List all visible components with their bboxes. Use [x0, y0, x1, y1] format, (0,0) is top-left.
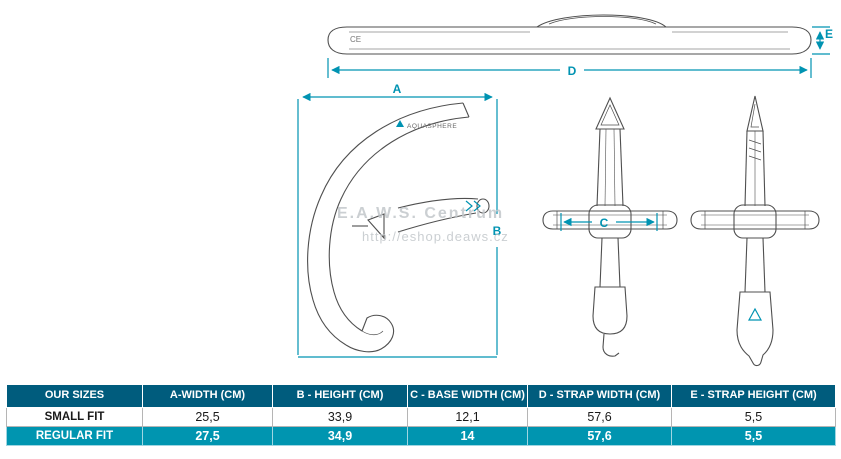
brand-logo-text: AQUASPHERE [407, 123, 457, 130]
col-header-our-sizes: OUR SIZES [6, 384, 143, 408]
dimension-label-c: C [600, 216, 609, 230]
dimension-label-b: B [493, 224, 502, 238]
snorkel-rear-view [690, 95, 820, 367]
cell-regular-c: 14 [407, 425, 528, 446]
col-header-b-height: B - HEIGHT (CM) [272, 384, 408, 408]
table-row-small-fit: SMALL FIT 25,5 33,9 12,1 57,6 5,5 [6, 406, 836, 427]
side-view-clip-marks [465, 200, 481, 212]
table-row-regular-fit: REGULAR FIT 27,5 34,9 14 57,6 5,5 [6, 425, 836, 446]
cell-small-e: 5,5 [671, 406, 836, 427]
dimension-ab-box [297, 92, 498, 358]
snorkel-diagram-svg: CE D E [297, 14, 833, 367]
watermark-line1: E.A.W.S. Centrum [337, 205, 504, 222]
dimension-e-lines [812, 26, 830, 55]
col-header-a-width: A-WIDTH (CM) [142, 384, 273, 408]
cell-regular-a: 27,5 [142, 425, 273, 446]
ce-mark: CE [350, 35, 361, 44]
cell-small-d: 57,6 [527, 406, 672, 427]
cell-regular-d: 57,6 [527, 425, 672, 446]
table-header-row: OUR SIZES A-WIDTH (CM) B - HEIGHT (CM) C… [6, 384, 836, 408]
dimension-c-lines [560, 213, 658, 231]
cell-small-c: 12,1 [407, 406, 528, 427]
dimension-label-d: D [568, 64, 577, 78]
cell-regular-e: 5,5 [671, 425, 836, 446]
snorkel-side-view [307, 102, 490, 353]
dimension-label-a: A [393, 82, 402, 96]
rear-logo-triangle [747, 307, 763, 321]
size-table: OUR SIZES A-WIDTH (CM) B - HEIGHT (CM) C… [6, 384, 836, 446]
cell-small-b: 33,9 [272, 406, 408, 427]
col-header-c-base-width: C - BASE WIDTH (CM) [407, 384, 528, 408]
dimension-diagram: CE D E [297, 14, 833, 367]
row-label-regular-fit: REGULAR FIT [6, 425, 143, 446]
strap-top-view [327, 14, 812, 55]
cell-regular-b: 34,9 [272, 425, 408, 446]
col-header-d-strap-width: D - STRAP WIDTH (CM) [527, 384, 672, 408]
row-label-small-fit: SMALL FIT [6, 406, 143, 427]
cell-small-a: 25,5 [142, 406, 273, 427]
watermark-line2: http://eshop.deaws.cz [362, 229, 509, 244]
dimension-d-lines [327, 58, 812, 78]
brand-logo-triangle [396, 120, 404, 127]
col-header-e-strap-height: E - STRAP HEIGHT (CM) [671, 384, 836, 408]
dimension-label-e: E [825, 27, 833, 41]
